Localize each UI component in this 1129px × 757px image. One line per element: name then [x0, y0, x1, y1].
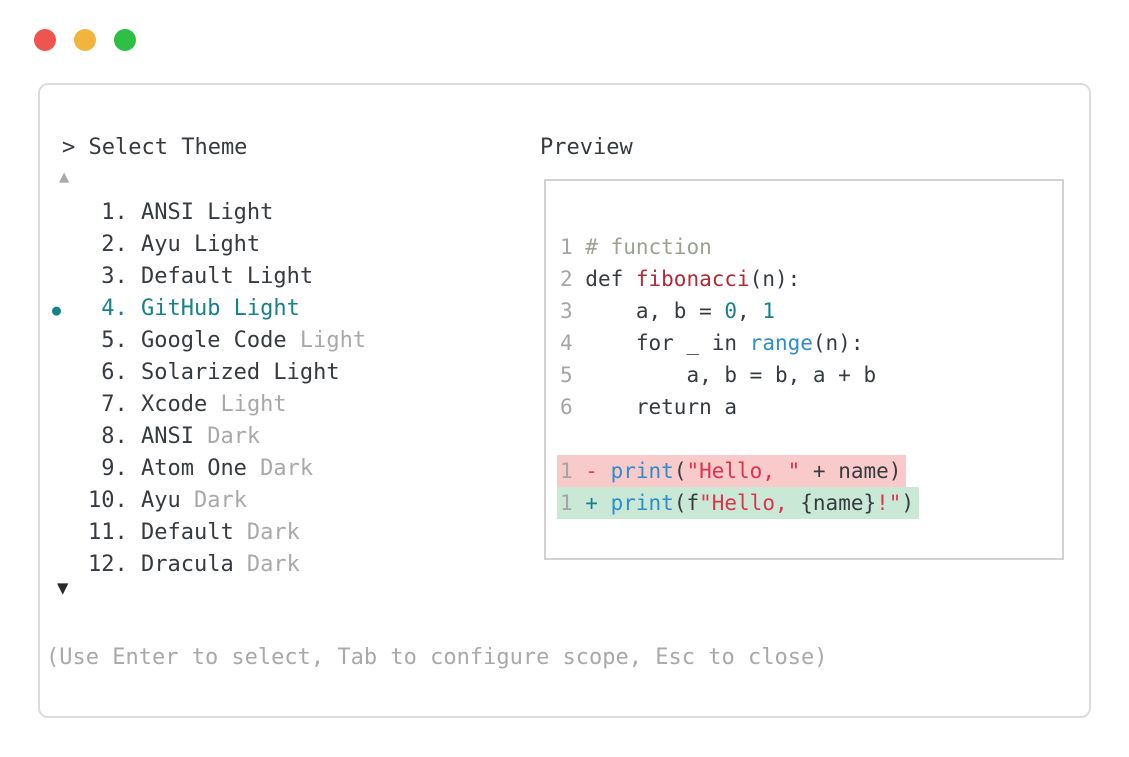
theme-item-number: 5.: [101, 328, 128, 353]
theme-item-name: Ayu Light: [140, 232, 261, 257]
preview-panel: 1 # function 2 def fibonacci(n): 3 a, b = …: [544, 179, 1064, 560]
theme-list-item[interactable]: 3. Default Light: [40, 261, 510, 293]
code-row: [560, 423, 1062, 455]
theme-item-suffix: Light: [286, 328, 367, 353]
theme-item-name: Default Light: [140, 264, 314, 289]
selected-bullet-icon: ●: [52, 301, 62, 319]
theme-list-item[interactable]: ● 4. GitHub Light: [40, 293, 510, 325]
theme-list-item[interactable]: 10. Ayu Dark: [40, 485, 510, 517]
theme-item-name: Ayu: [140, 488, 181, 513]
theme-item-name: ANSI: [140, 424, 194, 449]
theme-list-item[interactable]: 11. Default Dark: [40, 517, 510, 549]
code-row: 5 a, b = b, a + b: [560, 363, 877, 387]
theme-item-number: 8.: [101, 424, 128, 449]
code-block: 1 # function 2 def fibonacci(n): 3 a, b = …: [546, 181, 1062, 519]
window-controls: [34, 29, 136, 51]
theme-list-item[interactable]: 5. Google Code Light: [40, 325, 510, 357]
theme-item-suffix: Dark: [233, 520, 300, 545]
theme-item-suffix: Dark: [246, 456, 314, 481]
theme-list-item[interactable]: 7. Xcode Light: [40, 389, 510, 421]
scroll-up-icon[interactable]: ▲: [59, 167, 70, 187]
select-theme-prompt: > Select Theme: [62, 135, 248, 160]
theme-item-name: Atom One: [140, 456, 247, 481]
theme-item-name: ANSI Light: [140, 200, 274, 225]
theme-item-number: 6.: [101, 360, 128, 385]
code-row: 2 def fibonacci(n):: [560, 267, 801, 291]
theme-item-number: 12.: [88, 552, 128, 577]
code-row: 1 # function: [560, 235, 712, 259]
scroll-down-icon[interactable]: ▼: [57, 577, 69, 599]
theme-item-name: Xcode: [140, 392, 208, 417]
theme-item-number: 10.: [88, 488, 128, 513]
code-row: 3 a, b = 0, 1: [560, 299, 775, 323]
theme-item-name: Dracula: [140, 552, 234, 577]
theme-list-item[interactable]: 6. Solarized Light: [40, 357, 510, 389]
help-text: (Use Enter to select, Tab to configure s…: [46, 645, 828, 670]
theme-item-suffix: Dark: [193, 424, 261, 449]
theme-item-number: 4.: [101, 296, 128, 321]
code-row: 1 + print(f"Hello, {name}!"): [557, 487, 1062, 519]
theme-item-number: 3.: [101, 264, 128, 289]
code-row: 1 - print("Hello, " + name): [557, 455, 1062, 487]
theme-list-item[interactable]: 1. ANSI Light: [40, 197, 510, 229]
theme-item-number: 1.: [101, 200, 128, 225]
theme-list-item[interactable]: 2. Ayu Light: [40, 229, 510, 261]
zoom-button-icon[interactable]: [114, 29, 136, 51]
theme-item-suffix: Dark: [233, 552, 300, 577]
theme-item-number: 2.: [101, 232, 128, 257]
code-row: 4 for _ in range(n):: [560, 331, 864, 355]
close-button-icon[interactable]: [34, 29, 56, 51]
theme-item-name: GitHub Light: [140, 296, 300, 321]
theme-item-number: 7.: [101, 392, 128, 417]
theme-list: 1. ANSI Light 2. Ayu Light 3. Default Light ● 4…: [40, 197, 510, 581]
theme-item-name: Default: [140, 520, 234, 545]
theme-item-number: 11.: [88, 520, 128, 545]
theme-item-name: Google Code: [140, 328, 287, 353]
minimize-button-icon[interactable]: [74, 29, 96, 51]
preview-label: Preview: [540, 135, 633, 160]
theme-picker-window: > Select Theme Preview ▲ 1. ANSI Light 2. A…: [38, 83, 1091, 718]
theme-list-item[interactable]: 9. Atom One Dark: [40, 453, 510, 485]
theme-list-item[interactable]: 12. Dracula Dark: [40, 549, 510, 581]
theme-list-item[interactable]: 8. ANSI Dark: [40, 421, 510, 453]
theme-item-number: 9.: [101, 456, 128, 481]
theme-item-name: Solarized Light: [140, 360, 340, 385]
theme-item-suffix: Dark: [180, 488, 247, 513]
theme-item-suffix: Light: [207, 392, 287, 417]
code-row: 6 return a: [560, 395, 738, 419]
